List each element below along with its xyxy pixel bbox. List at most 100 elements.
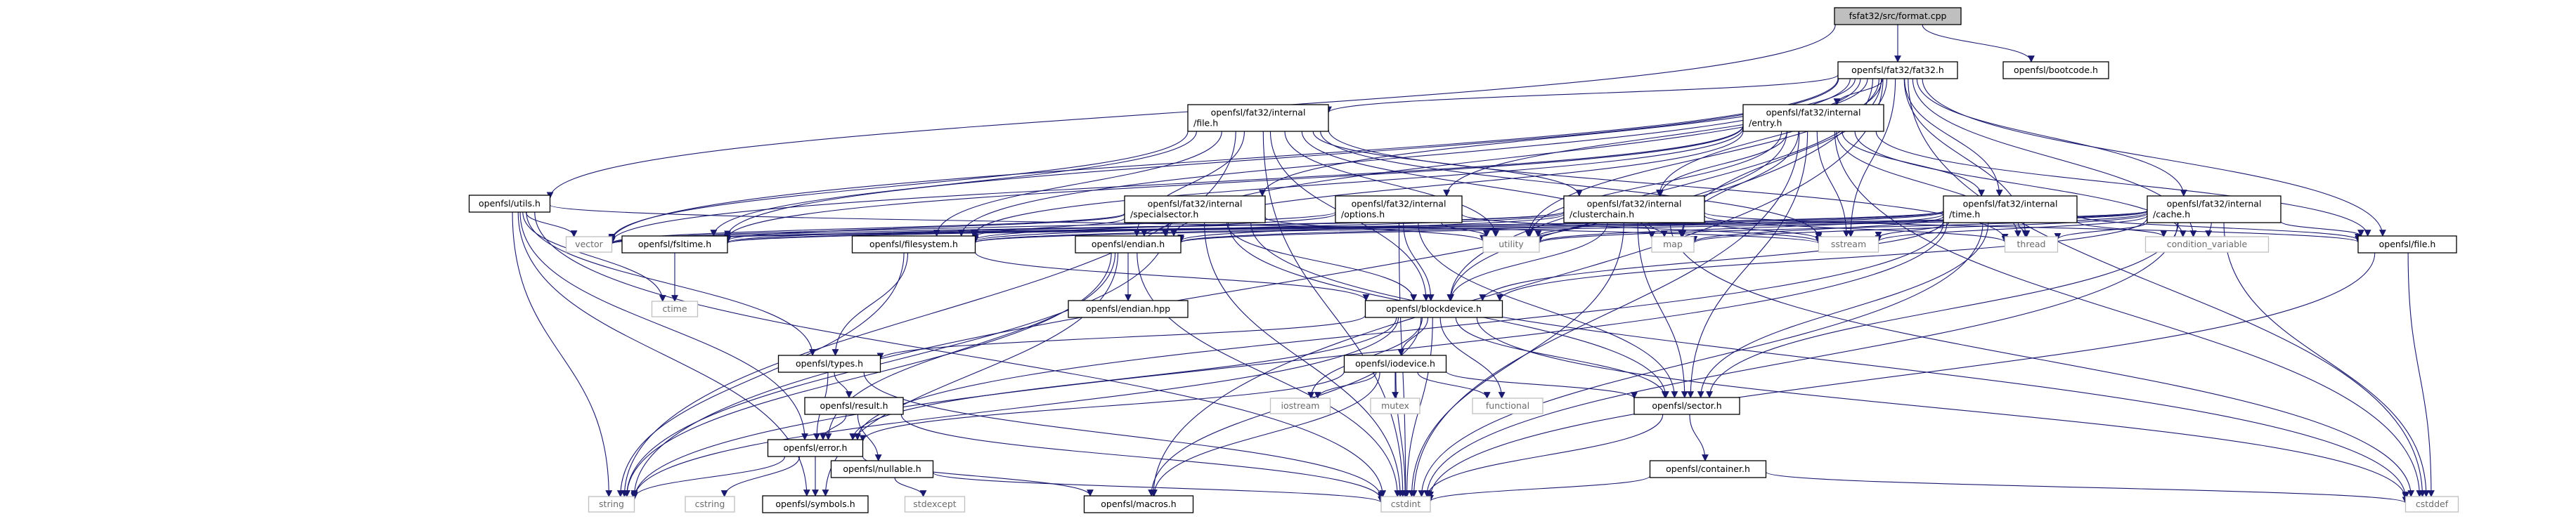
edge-int_time-to-string	[630, 222, 1948, 501]
node-utils[interactable]: openfsl/utils.h	[468, 195, 551, 213]
edge-iodevice-to-functional	[1417, 372, 1491, 399]
edge-fat32-to-int_cluster	[1656, 78, 1882, 197]
edge-int_cache-to-map	[1690, 213, 2148, 244]
edge-int_cluster-to-sector	[1637, 222, 1688, 398]
node-label-functional: functional	[1486, 400, 1529, 411]
node-fat32[interactable]: openfsl/fat32/fat32.h	[1837, 61, 1958, 79]
edge-types-to-cstdint	[863, 372, 1385, 499]
node-box-utils	[468, 195, 551, 213]
node-label-int_entry: /entry.h	[1749, 118, 1782, 129]
edge-int_options-to-sector	[1418, 222, 1678, 398]
node-label-fat32: openfsl/fat32/fat32.h	[1851, 65, 1944, 75]
edge-error-to-cstring	[720, 456, 801, 497]
node-label-int_file: /file.h	[1193, 118, 1218, 129]
node-filesystem[interactable]: openfsl/filesystem.h	[851, 235, 976, 254]
node-endianhpp[interactable]: openfsl/endian.hpp	[1068, 300, 1189, 318]
edge-sector-to-cstdint	[1424, 414, 1664, 497]
edge-int_time-to-thread	[2017, 222, 2031, 237]
node-box-int_options	[1335, 195, 1463, 223]
node-int_entry[interactable]: openfsl/fat32/internal/entry.h	[1742, 104, 1884, 132]
node-container[interactable]: openfsl/container.h	[1649, 460, 1767, 478]
node-file[interactable]: openfsl/file.h	[2357, 235, 2457, 254]
edge-int_cache-to-file	[2280, 221, 2364, 237]
edge-int_time-to-utility	[1536, 213, 1944, 244]
node-box-iostream	[1269, 398, 1331, 414]
node-nullable[interactable]: openfsl/nullable.h	[830, 460, 934, 478]
edge-fat32-to-int_cache	[1916, 78, 2187, 197]
node-types[interactable]: openfsl/types.h	[777, 355, 881, 373]
edge-int_cache-to-cstddef	[2223, 222, 2430, 497]
node-label-filesystem: openfsl/filesystem.h	[869, 239, 958, 249]
node-iodevice[interactable]: openfsl/iodevice.h	[1343, 355, 1447, 373]
node-box-int_special	[1124, 195, 1266, 223]
node-blockdevice[interactable]: openfsl/blockdevice.h	[1364, 300, 1503, 318]
node-symbols[interactable]: openfsl/symbols.h	[762, 495, 869, 513]
edge-int_time-to-map	[1690, 216, 1944, 243]
edge-int_cache-to-utility	[1536, 212, 2148, 244]
edge-int_special-to-filesystem	[971, 217, 1125, 238]
edge-utils-to-string	[512, 211, 613, 497]
edge-int_time-to-blockdevice	[1479, 221, 1944, 301]
node-format[interactable]: fsfat32/src/format.cpp	[1834, 7, 1962, 25]
node-label-thread: thread	[2017, 239, 2046, 249]
node-label-int_entry: openfsl/fat32/internal	[1766, 107, 1861, 118]
edge-iodevice-to-sector	[1445, 370, 1638, 400]
edge-int_cluster-to-file	[1704, 212, 2362, 243]
node-label-cstring: cstring	[695, 499, 725, 509]
node-box-thread	[2004, 236, 2059, 253]
node-cstddef: cstddef	[2405, 496, 2459, 513]
node-box-mutex	[1370, 398, 1420, 414]
node-box-cstddef	[2405, 496, 2459, 513]
edge-endian-to-string	[623, 252, 1112, 497]
edge-int_cache-to-endian	[1177, 211, 2148, 244]
node-label-symbols: openfsl/symbols.h	[775, 499, 855, 509]
node-box-sector	[1633, 397, 1740, 415]
node-endian[interactable]: openfsl/endian.h	[1075, 235, 1182, 254]
node-sector[interactable]: openfsl/sector.h	[1633, 397, 1740, 415]
node-int_options[interactable]: openfsl/fat32/internal/options.h	[1335, 195, 1463, 223]
edge-fat32-to-sstream	[1847, 78, 1896, 237]
node-label-int_special: /specialsector.h	[1130, 209, 1198, 220]
node-box-container	[1649, 460, 1767, 478]
node-box-endian	[1075, 235, 1182, 254]
node-iostream: iostream	[1269, 398, 1331, 414]
node-box-map	[1651, 236, 1695, 253]
node-thread: thread	[2004, 236, 2059, 253]
node-label-format: fsfat32/src/format.cpp	[1849, 11, 1947, 21]
edge-types-to-result	[834, 372, 853, 398]
edge-utils-to-error	[519, 211, 808, 440]
edge-int_cluster-to-blockdevice	[1447, 222, 1608, 301]
edge-blockdevice-to-error	[849, 317, 1397, 440]
node-box-stdexcept	[904, 496, 966, 513]
node-box-fat32	[1837, 61, 1958, 79]
node-box-blockdevice	[1364, 300, 1503, 318]
node-label-sstream: sstream	[1831, 239, 1866, 249]
edge-int_cache-to-thread	[2054, 221, 2148, 240]
node-error[interactable]: openfsl/error.h	[767, 439, 864, 457]
edge-nullable-to-cstdint	[932, 472, 1385, 504]
node-int_special[interactable]: openfsl/fat32/internal/specialsector.h	[1124, 195, 1266, 223]
node-result[interactable]: openfsl/result.h	[804, 397, 904, 415]
node-map: map	[1651, 236, 1695, 253]
node-int_cache[interactable]: openfsl/fat32/internal/cache.h	[2147, 195, 2281, 223]
node-bootcode[interactable]: openfsl/bootcode.h	[2002, 61, 2109, 79]
node-utility: utility	[1482, 236, 1540, 253]
node-label-int_time: openfsl/fat32/internal	[1963, 199, 2058, 209]
edge-file-to-cstdint	[1427, 252, 2376, 499]
edge-int_file-to-fsltime	[710, 131, 1197, 237]
node-fsltime[interactable]: openfsl/fsltime.h	[621, 235, 728, 254]
node-int_time[interactable]: openfsl/fat32/internal/time.h	[1943, 195, 2078, 223]
node-label-int_options: /options.h	[1341, 209, 1385, 220]
edge-int_entry-to-filesystem	[970, 128, 1744, 237]
edge-iodevice-to-macros	[1150, 372, 1380, 497]
node-int_cluster[interactable]: openfsl/fat32/internal/clusterchain.h	[1563, 195, 1705, 223]
node-box-format	[1834, 7, 1962, 25]
node-box-string	[588, 496, 635, 513]
edge-int_special-to-string	[623, 222, 1169, 497]
edge-file-to-cstddef	[2407, 252, 2435, 497]
edge-result-to-nullable	[857, 414, 882, 461]
node-macros[interactable]: openfsl/macros.h	[1083, 495, 1194, 513]
node-box-types	[777, 355, 881, 373]
node-int_file[interactable]: openfsl/fat32/internal/file.h	[1187, 104, 1329, 132]
node-label-int_cluster: /clusterchain.h	[1569, 209, 1634, 220]
